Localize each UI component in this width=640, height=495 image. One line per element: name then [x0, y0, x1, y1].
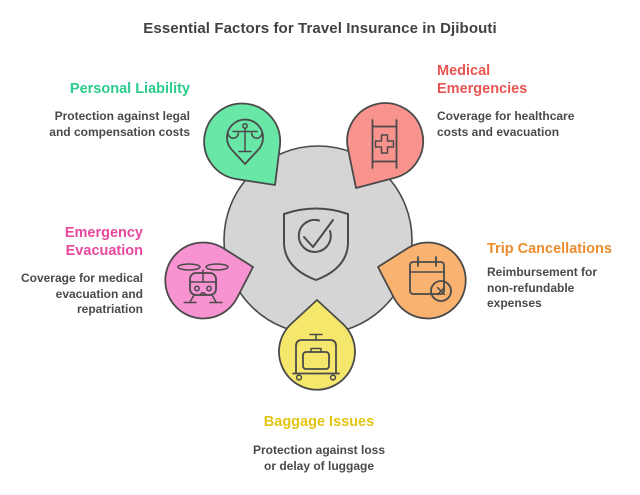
- factor-label: Baggage Issues: [263, 414, 375, 430]
- petal-personal-liability: [203, 102, 282, 186]
- factor-label: Trip Cancellations: [487, 241, 612, 257]
- petal-medical-emergencies: [346, 102, 425, 189]
- petal-trip-cancellations: [377, 241, 467, 320]
- factor-personal-liability: Personal Liability Protection against le…: [30, 80, 190, 140]
- helicopter-icon: [177, 263, 229, 304]
- factor-description: Protection against legal and compensatio…: [49, 109, 190, 139]
- factor-label: Medical Emergencies: [437, 63, 528, 98]
- factor-description: Protection against loss or delay of lugg…: [252, 443, 386, 473]
- petal-emergency-evacuation: [164, 241, 254, 320]
- first-aid-stretcher-icon: [371, 119, 398, 169]
- shield-check-icon: [283, 207, 349, 281]
- luggage-cart-icon: [292, 333, 340, 381]
- factor-baggage-issues: Baggage Issues Protection against loss o…: [239, 413, 399, 474]
- calendar-cancel-icon: [409, 256, 452, 302]
- scales-pin-icon: [226, 118, 264, 165]
- factor-trip-cancellations: Trip Cancellations Reimbursement for non…: [487, 240, 637, 312]
- page-title: Essential Factors for Travel Insurance i…: [143, 20, 497, 37]
- factor-description: Reimbursement for non-refundable expense…: [487, 265, 598, 311]
- factor-label: Personal Liability: [69, 81, 190, 97]
- factor-emergency-evacuation: Emergency Evacuation Coverage for medica…: [0, 224, 143, 318]
- factor-description: Coverage for medical evacuation and repa…: [20, 271, 143, 317]
- factor-label: Emergency Evacuation: [64, 225, 143, 260]
- factor-medical-emergencies: Medical Emergencies Coverage for healthc…: [437, 62, 597, 140]
- factor-description: Coverage for healthcare costs and evacua…: [437, 109, 575, 139]
